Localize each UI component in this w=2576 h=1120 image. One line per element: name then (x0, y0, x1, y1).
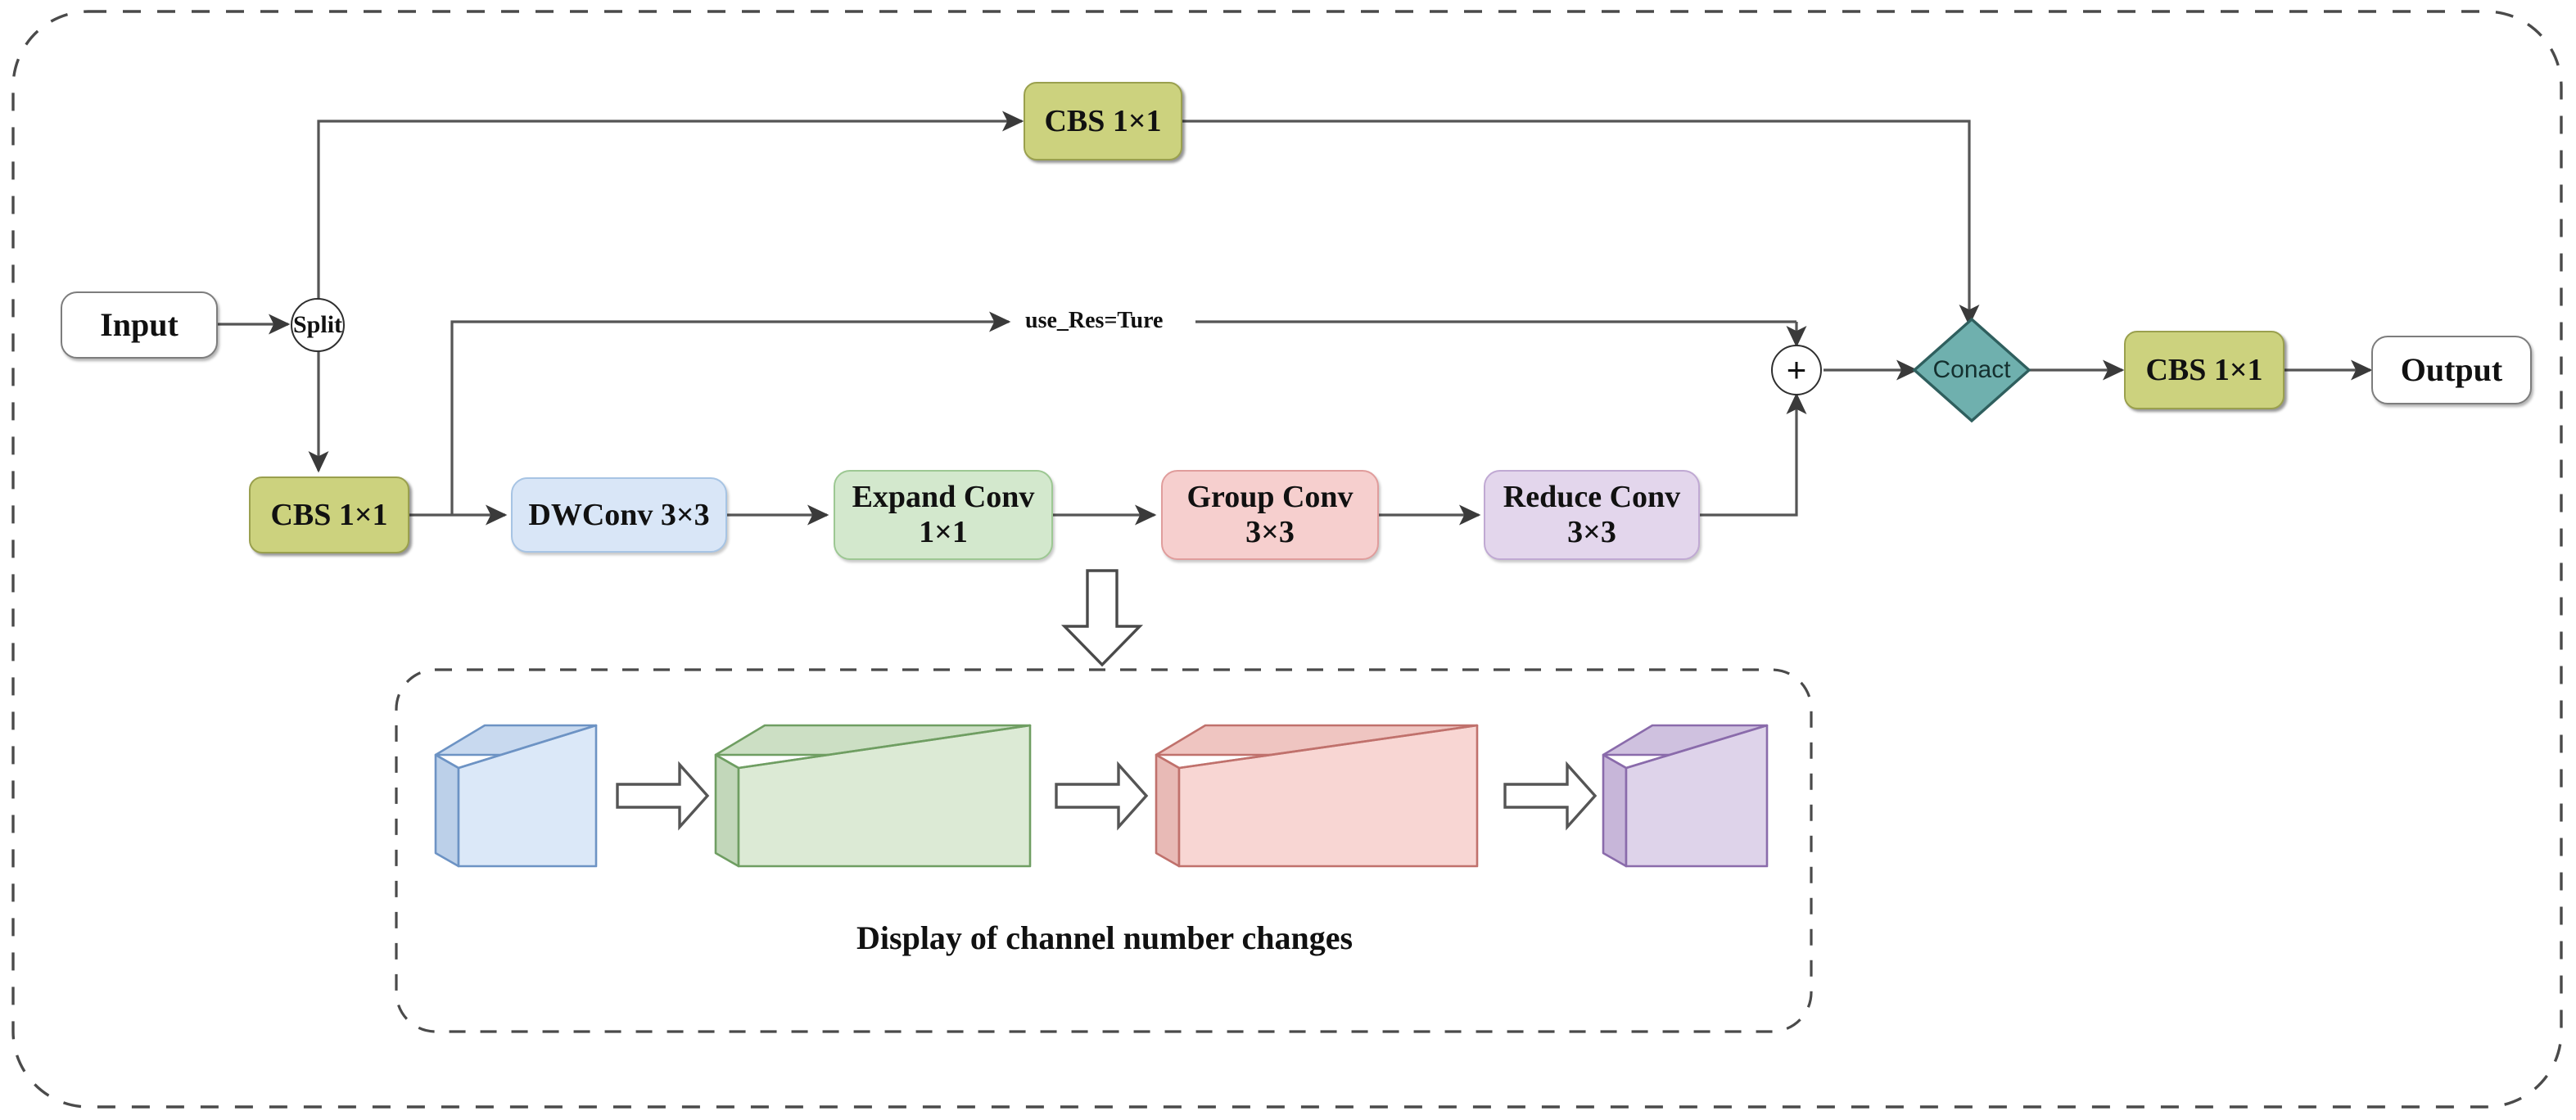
channel-arrow-1 (616, 761, 710, 831)
expand-conv-node[interactable]: Expand Conv 1×1 (834, 470, 1053, 560)
channel-arrow-3 (1503, 761, 1598, 831)
dwconv-label: DWConv 3×3 (528, 497, 710, 532)
cbs-left-label: CBS 1×1 (270, 497, 388, 532)
channel-block-group (1155, 724, 1479, 868)
channel-block-dwconv (434, 724, 598, 868)
channel-panel-caption: Display of channel number changes (856, 919, 1354, 956)
wire-split-to-top-cbs (317, 111, 1024, 300)
channel-block-expand (714, 724, 1032, 868)
output-node[interactable]: Output (2371, 336, 2532, 404)
group-conv-label-line2: 3×3 (1245, 515, 1295, 549)
wire-top-cbs-to-concat (1181, 120, 1980, 327)
channel-arrow-2 (1055, 761, 1149, 831)
expand-conv-label-line2: 1×1 (919, 515, 968, 549)
input-node[interactable]: Input (61, 291, 218, 359)
cbs-top-node[interactable]: CBS 1×1 (1024, 82, 1182, 160)
add-node-label: + (1786, 350, 1807, 389)
group-conv-node[interactable]: Group Conv 3×3 (1161, 470, 1379, 560)
group-conv-label-line1: Group Conv (1186, 480, 1354, 515)
channel-panel-dashed-container (395, 668, 1813, 1033)
split-node[interactable]: Split (291, 298, 345, 352)
reduce-conv-label-line2: 3×3 (1567, 515, 1616, 549)
channel-block-reduce (1602, 724, 1769, 868)
dwconv-node[interactable]: DWConv 3×3 (511, 477, 727, 553)
concat-node-label: Conact (1932, 356, 2011, 383)
add-node[interactable]: + (1771, 345, 1822, 395)
expand-conv-label-line1: Expand Conv (852, 480, 1035, 515)
expand-down-arrow (1060, 569, 1144, 667)
cbs-top-label: CBS 1×1 (1044, 103, 1162, 138)
cbs-out-node[interactable]: CBS 1×1 (2124, 331, 2285, 409)
wire-reduce-to-add (1699, 392, 1807, 517)
split-node-label: Split (292, 311, 343, 338)
reduce-conv-label-line1: Reduce Conv (1503, 480, 1681, 515)
cbs-left-node[interactable]: CBS 1×1 (249, 476, 409, 553)
use-res-edge-label: use_Res=Ture (1020, 308, 1168, 334)
input-node-label: Input (100, 305, 179, 343)
cbs-out-label: CBS 1×1 (2145, 352, 2263, 387)
reduce-conv-node[interactable]: Reduce Conv 3×3 (1484, 470, 1700, 560)
output-node-label: Output (2400, 350, 2503, 388)
